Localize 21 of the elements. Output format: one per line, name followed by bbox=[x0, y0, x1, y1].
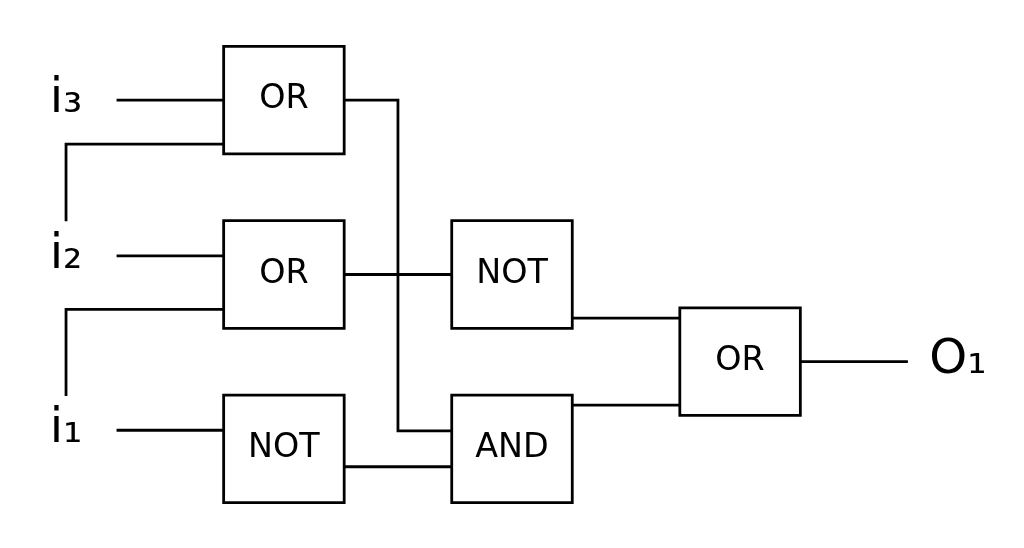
connector bbox=[116, 428, 224, 432]
node-box: AND bbox=[450, 393, 574, 504]
connector bbox=[344, 98, 452, 432]
node-box: OR bbox=[678, 306, 802, 417]
connector bbox=[572, 403, 680, 407]
connector bbox=[116, 254, 224, 257]
node-text: O₁ bbox=[929, 327, 987, 384]
connector bbox=[64, 142, 224, 221]
connector bbox=[344, 464, 452, 468]
connector bbox=[64, 307, 224, 396]
connector bbox=[800, 359, 908, 363]
node-box: NOT bbox=[222, 393, 346, 504]
node-text: i₃ bbox=[49, 66, 83, 123]
connector bbox=[572, 316, 680, 319]
connector bbox=[116, 98, 224, 102]
node-box: OR bbox=[222, 44, 346, 155]
node-text: i₂ bbox=[49, 222, 83, 279]
connector bbox=[344, 272, 452, 276]
node-box: OR bbox=[222, 218, 346, 330]
node-box: NOT bbox=[450, 218, 574, 330]
node-text: i₁ bbox=[49, 396, 83, 453]
